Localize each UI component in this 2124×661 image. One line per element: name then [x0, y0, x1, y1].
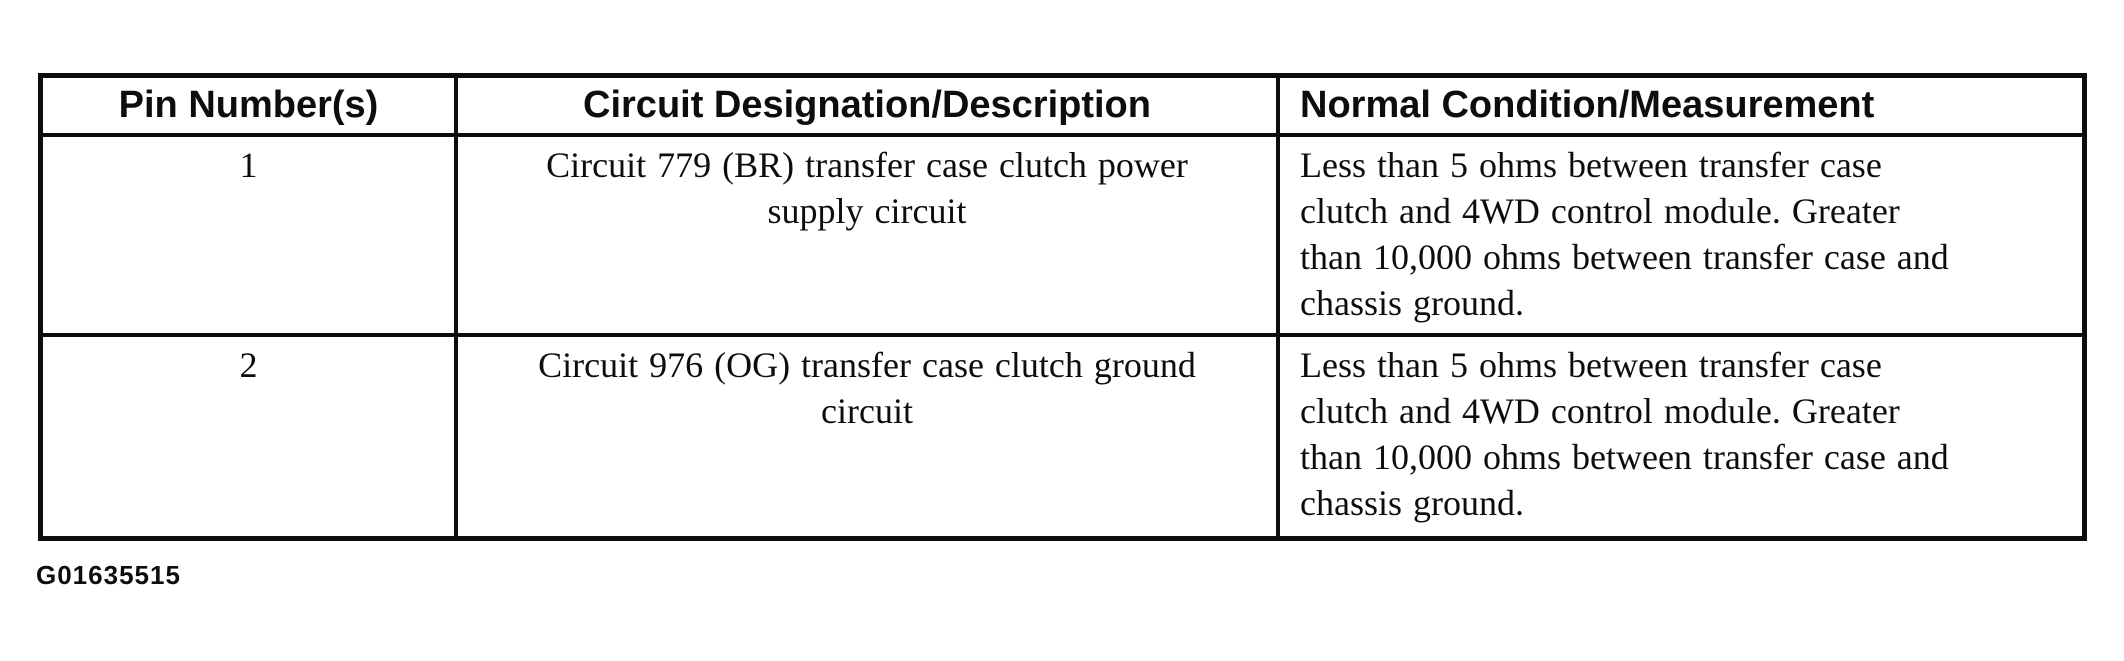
table-row-2-pin-number: 2: [43, 337, 458, 536]
column-header-circuit-designation: Circuit Designation/Description: [458, 78, 1280, 137]
table-row-2-normal-condition: Less than 5 ohms between transfer case c…: [1280, 337, 2082, 536]
column-header-pin-numbers: Pin Number(s): [43, 78, 458, 137]
column-header-normal-condition: Normal Condition/Measurement: [1280, 78, 2082, 137]
pin-circuit-table: Pin Number(s) Circuit Designation/Descri…: [38, 73, 2087, 541]
table-row-1-pin-number: 1: [43, 137, 458, 337]
figure-id-caption: G01635515: [36, 560, 181, 590]
table-row-2-circuit-description: Circuit 976 (OG) transfer case clutch gr…: [458, 337, 1280, 536]
table-row-1-normal-condition: Less than 5 ohms between transfer case c…: [1280, 137, 2082, 337]
table-row-1-circuit-description: Circuit 779 (BR) transfer case clutch po…: [458, 137, 1280, 337]
